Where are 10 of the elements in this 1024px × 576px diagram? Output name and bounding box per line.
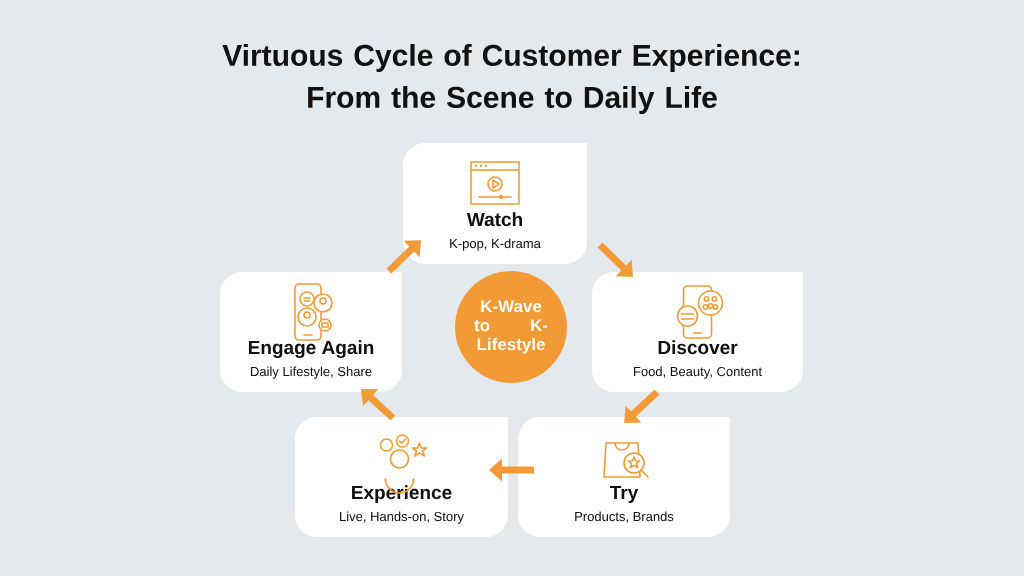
- step-card: Engage Again Daily Lifestyle, Share: [220, 272, 402, 392]
- step-card: Discover Food, Beauty, Content: [592, 272, 803, 392]
- arrow: [624, 389, 660, 423]
- arrow: [361, 389, 396, 421]
- step-card: Experience Live, Hands-on, Story: [295, 417, 508, 537]
- arrow: [386, 240, 421, 274]
- step-card: Watch K-pop, K-drama: [403, 143, 587, 264]
- step-card: Try Products, Brands: [518, 417, 730, 537]
- arrow: [597, 242, 633, 277]
- title: Virtuous Cycle of Customer Experience: From the Scene to Daily Life: [222, 44, 799, 114]
